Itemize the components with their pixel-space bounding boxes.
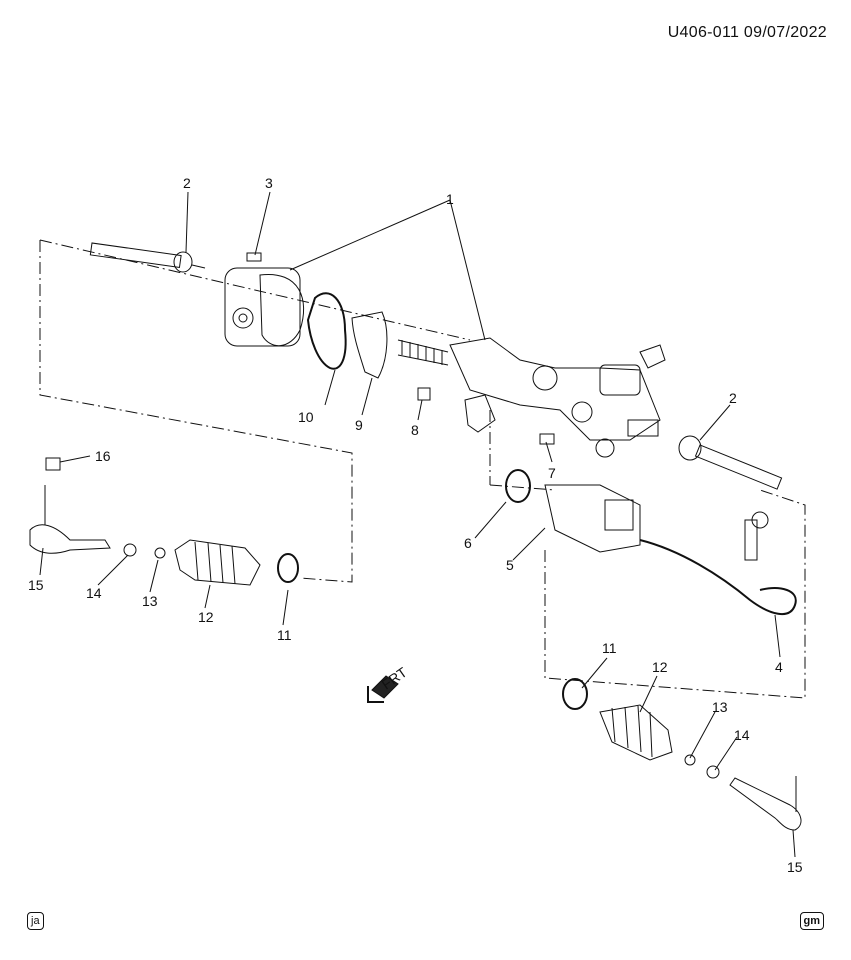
callout-5: 5	[506, 557, 514, 573]
motor-housing	[224, 267, 305, 347]
clamp-left	[277, 553, 299, 583]
callout-6: 6	[464, 535, 472, 551]
nut-13-left	[154, 547, 166, 559]
inner-tie-rod-left	[89, 242, 206, 273]
callout-7: 7	[548, 465, 556, 481]
assembly-outline-right	[544, 489, 806, 699]
assembly-outline-left	[39, 240, 353, 583]
belt-cover	[351, 311, 388, 379]
callout-2-left: 2	[183, 175, 191, 191]
inner-tie-rod-right	[678, 435, 783, 490]
outer-tie-rod-right	[729, 776, 802, 831]
drive-belt	[306, 292, 347, 370]
steering-gear-housing	[449, 337, 666, 458]
o-ring	[505, 469, 531, 503]
nut-14-left	[123, 543, 137, 557]
callout-15-right: 15	[787, 859, 803, 875]
clamp-right	[562, 678, 588, 710]
callout-11-right: 11	[602, 640, 617, 656]
callout-3: 3	[265, 175, 273, 191]
callout-2-right: 2	[729, 390, 737, 406]
callout-12-left: 12	[198, 609, 214, 625]
callout-15-left: 15	[28, 577, 44, 593]
nut-14-right	[706, 765, 720, 779]
front-direction-arrow	[367, 675, 399, 703]
callout-13-right: 13	[712, 699, 728, 715]
callout-9: 9	[355, 417, 363, 433]
callout-14-left: 14	[86, 585, 102, 601]
callout-16: 16	[95, 448, 111, 464]
bolt-3	[246, 252, 262, 262]
callout-8: 8	[411, 422, 419, 438]
nut-7	[539, 433, 555, 445]
callout-14-right: 14	[734, 727, 750, 743]
assist-motor	[544, 484, 641, 553]
corner-mark-ja: ja	[27, 912, 44, 930]
outer-tie-rod-left	[29, 457, 111, 554]
boot-left	[174, 539, 261, 586]
wiring-harness	[639, 511, 797, 615]
callout-10: 10	[298, 409, 314, 425]
gm-logo: gm	[799, 912, 824, 930]
diagram-code: U406-011 09/07/2022	[667, 24, 827, 41]
callout-11-left: 11	[277, 627, 292, 643]
callout-4: 4	[775, 659, 783, 675]
callout-1: 1	[446, 191, 454, 207]
bolt-8	[417, 387, 431, 401]
callout-13-left: 13	[142, 593, 158, 609]
nut-13-right	[684, 754, 696, 766]
boot-right	[599, 704, 673, 761]
callout-12-right: 12	[652, 659, 668, 675]
rack-bellows	[397, 339, 449, 366]
